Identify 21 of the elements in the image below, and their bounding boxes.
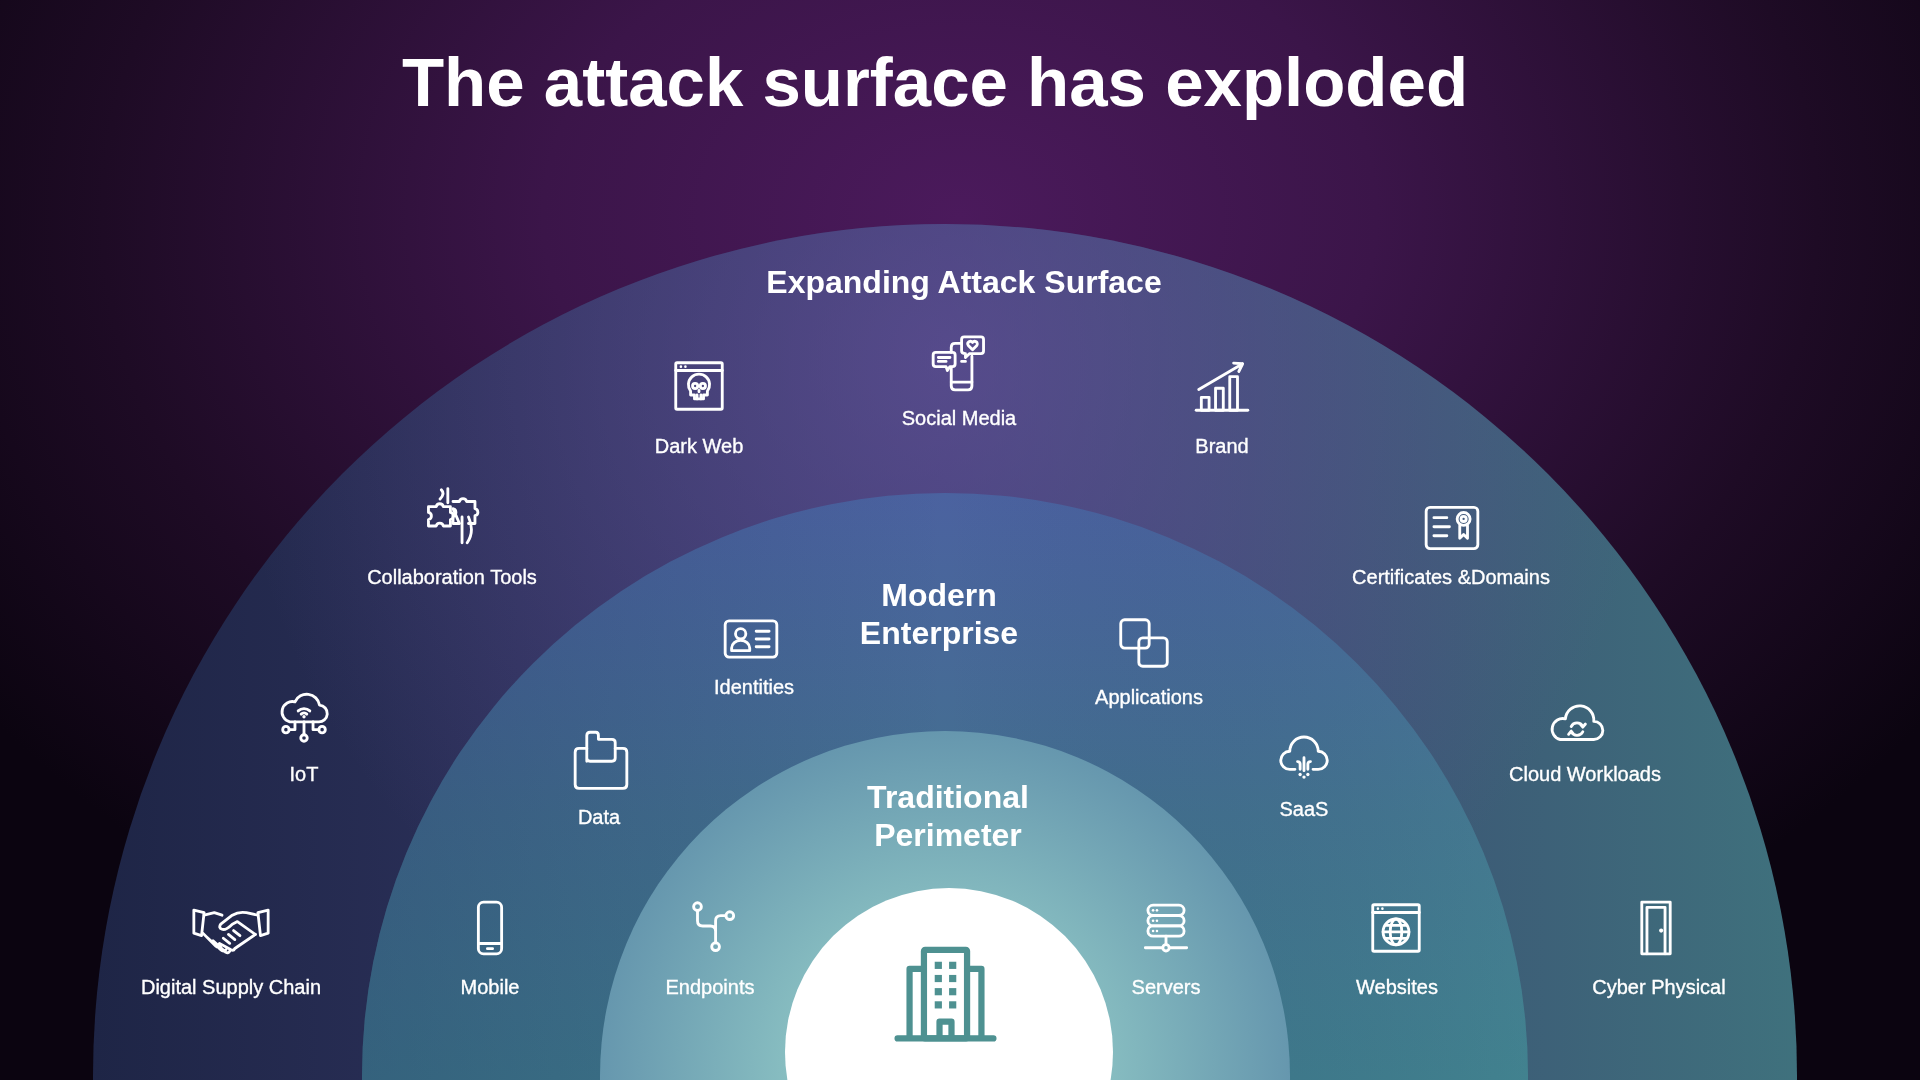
band-title: Traditional Perimeter	[866, 778, 1030, 854]
item-label: SaaS	[1279, 797, 1329, 821]
item-label: Data	[577, 805, 621, 829]
item-label: Collaboration Tools	[367, 565, 537, 589]
item-label: Digital Supply Chain	[140, 975, 322, 999]
item-label: Social Media	[901, 406, 1017, 430]
item-label: Cloud Workloads	[1509, 762, 1661, 786]
item-label: Servers	[1131, 975, 1201, 999]
band-title: Modern Enterprise	[858, 576, 1020, 652]
item-label: Websites	[1356, 975, 1438, 999]
item-label: Endpoints	[665, 975, 755, 999]
item-label: Mobile	[460, 975, 520, 999]
item-label: Identities	[713, 675, 795, 699]
band-title: Expanding Attack Surface	[765, 263, 1163, 301]
item-label: IoT	[289, 762, 319, 786]
item-label: Brand	[1195, 434, 1249, 458]
item-label: Cyber Physical	[1592, 975, 1726, 999]
item-label: Applications	[1095, 685, 1203, 709]
item-label: Certificates &Domains	[1352, 565, 1550, 589]
title: The attack surface has exploded	[401, 43, 1469, 123]
item-label: Dark Web	[654, 434, 744, 458]
